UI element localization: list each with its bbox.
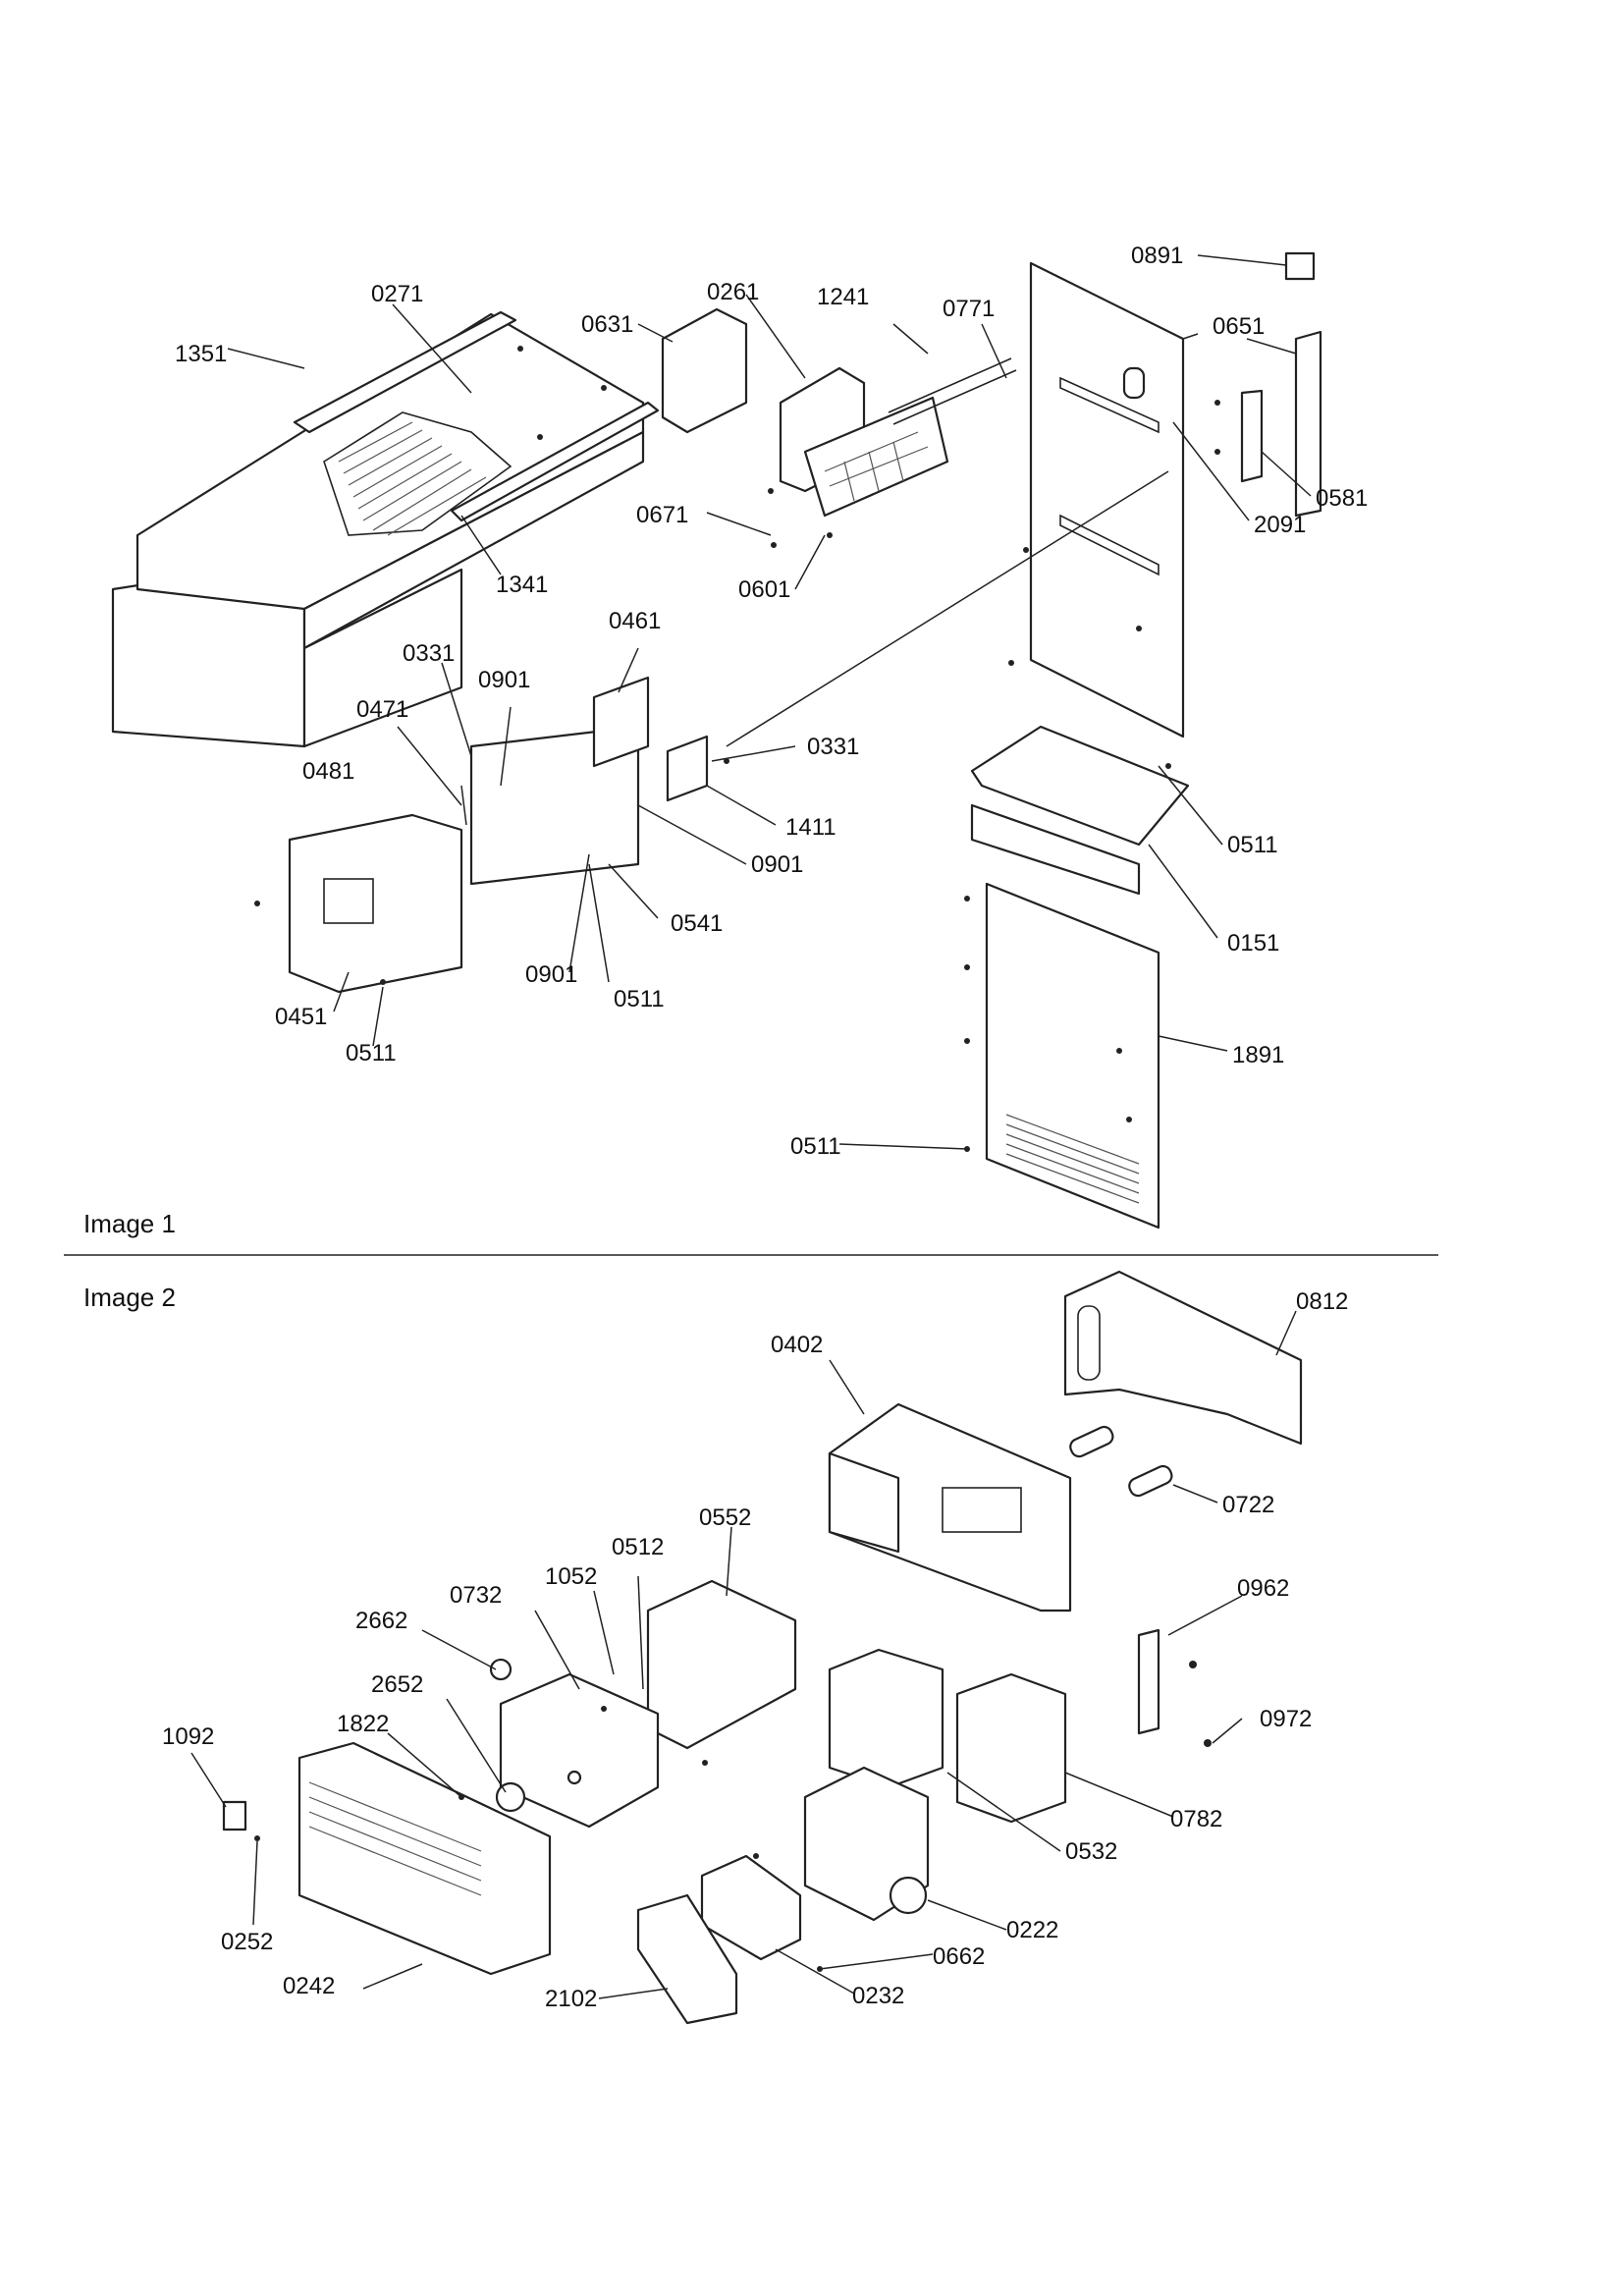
callout: 0232 — [852, 1983, 904, 2009]
callout: 0511 — [1227, 832, 1278, 858]
callout: 0631 — [581, 311, 633, 338]
callout: 0662 — [933, 1943, 985, 1970]
screws-image2 — [254, 1661, 1212, 1972]
lower-cover — [970, 725, 1190, 847]
callout: 0331 — [807, 734, 859, 760]
rear-bracket — [1063, 1270, 1303, 1446]
callout: 0722 — [1222, 1492, 1274, 1518]
callout: 0451 — [275, 1004, 327, 1030]
callout: 0511 — [790, 1133, 841, 1160]
section-title-image2: Image 2 — [83, 1283, 176, 1312]
mount-bracket-lower — [499, 1672, 660, 1829]
callout: 2652 — [371, 1671, 423, 1698]
image1-drawing: 0891 0271 0261 1241 0771 0651 1351 0631 … — [83, 243, 1368, 1238]
callout: 0471 — [356, 696, 408, 723]
ice-bucket — [111, 310, 660, 748]
shield-cover — [288, 813, 463, 994]
callout: 0252 — [221, 1929, 273, 1955]
trim-plate — [636, 1893, 738, 2025]
callout: 0581 — [1316, 485, 1368, 512]
image2-drawing: Image 2 — [83, 1270, 1348, 2025]
callout: 0532 — [1065, 1838, 1117, 1865]
callouts-image2: 0812 0402 0722 0552 0732 1052 0512 0962 … — [162, 1288, 1348, 2012]
callout: 0972 — [1260, 1706, 1312, 1732]
front-panel — [970, 803, 1141, 896]
callout: 0552 — [699, 1504, 751, 1531]
screws-image1 — [254, 346, 1220, 1152]
section-title-image1: Image 1 — [83, 1209, 176, 1238]
callout: 0271 — [371, 281, 423, 307]
spacer — [1128, 1464, 1173, 1498]
mount-bracket-upper — [646, 1579, 797, 1750]
access-panel — [985, 882, 1160, 1230]
callout: 1052 — [545, 1563, 597, 1590]
callout: 0242 — [283, 1973, 335, 1999]
callout: 2102 — [545, 1986, 597, 2012]
callout: 0511 — [346, 1040, 397, 1066]
callouts-image1: 0891 0271 0261 1241 0771 0651 1351 0631 … — [175, 243, 1368, 1160]
knob — [489, 1658, 512, 1681]
callout: 1341 — [496, 572, 548, 598]
connector-block — [666, 735, 709, 802]
gasket-frame — [955, 1672, 1067, 1824]
cap-part — [1284, 251, 1316, 281]
callout: 1241 — [817, 284, 869, 310]
callout: 0481 — [302, 758, 354, 785]
leader-lines-image2 — [190, 1310, 1297, 1999]
leader-lines-image1 — [227, 254, 1312, 1150]
callout: 1351 — [175, 341, 227, 367]
callout: 0901 — [478, 667, 530, 693]
callout: 1891 — [1232, 1042, 1284, 1068]
callout: 0331 — [403, 640, 455, 667]
callout: 0671 — [636, 502, 688, 528]
mounting-bracket — [661, 307, 748, 434]
callout: 2662 — [355, 1608, 407, 1634]
callout: 1411 — [785, 814, 836, 841]
callout: 0512 — [612, 1534, 664, 1560]
callout: 0901 — [525, 961, 577, 988]
vent-grille — [1005, 1114, 1140, 1204]
callout: 2091 — [1254, 512, 1306, 538]
switch-knob — [495, 1781, 526, 1813]
callout: 0402 — [771, 1332, 823, 1358]
callout: 0461 — [609, 608, 661, 634]
callout: 0601 — [738, 576, 790, 603]
rear-panel — [1029, 261, 1199, 738]
guide-bar — [1137, 1628, 1160, 1735]
callout: 1822 — [337, 1711, 389, 1737]
solenoid — [592, 676, 650, 768]
callout: 0651 — [1213, 313, 1265, 340]
callout: 0812 — [1296, 1288, 1348, 1315]
callout: 0901 — [751, 851, 803, 878]
callout: 0222 — [1006, 1917, 1058, 1943]
callout: 0771 — [943, 296, 995, 322]
callout: 0782 — [1170, 1806, 1222, 1832]
small-plate — [222, 1800, 247, 1831]
callout: 0151 — [1227, 930, 1279, 957]
ice-maker — [779, 357, 1017, 518]
flapper-ring — [889, 1876, 928, 1915]
callout: 0261 — [707, 279, 759, 305]
trim-strip — [1294, 330, 1322, 518]
spacer — [1069, 1425, 1114, 1458]
callout: 0732 — [450, 1582, 502, 1609]
callout: 0962 — [1237, 1575, 1289, 1602]
chute-cover — [828, 1648, 944, 1789]
callout: 1092 — [162, 1723, 214, 1750]
callout: 0541 — [671, 910, 723, 937]
callout: 0891 — [1131, 243, 1183, 269]
callout: 0511 — [614, 986, 665, 1012]
clip-bracket — [1240, 389, 1264, 483]
